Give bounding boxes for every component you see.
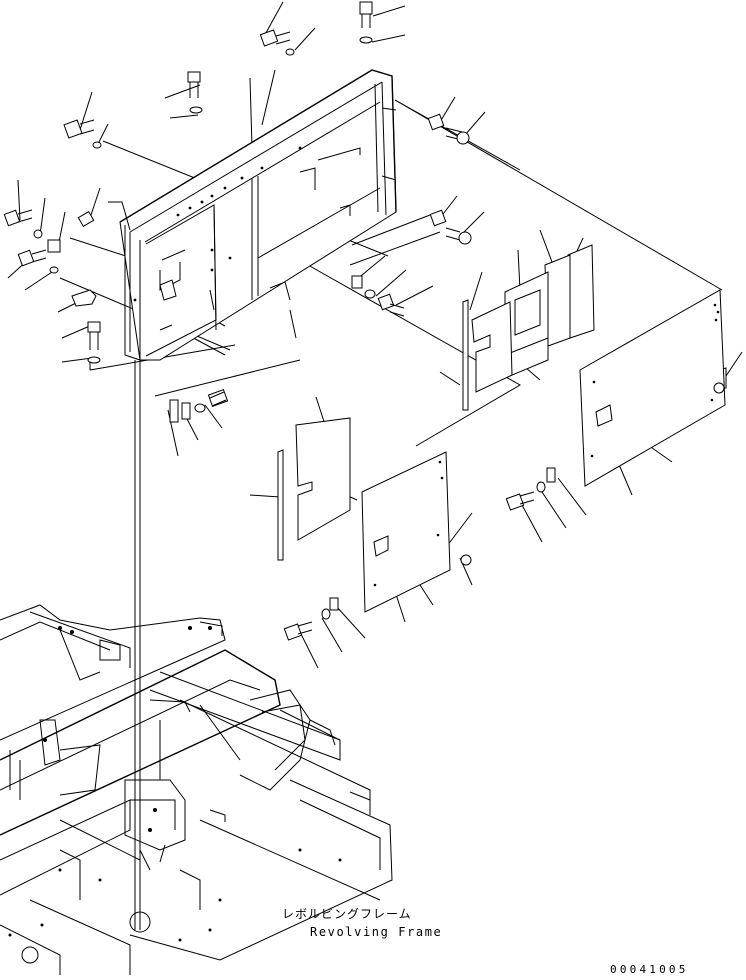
fasteners: [4, 2, 726, 640]
right-cover-panel: [580, 290, 725, 486]
upper-frame-structure: [108, 70, 396, 360]
drawing-number: 00041005: [610, 963, 689, 976]
assembly-lines: [60, 100, 722, 930]
frame-caption-japanese: レボルビングフレーム: [282, 907, 412, 921]
middle-cover-panel: [278, 418, 450, 612]
revolving-frame: [0, 605, 392, 975]
insulation-sheets-right: [463, 245, 594, 410]
frame-caption-english: Revolving Frame: [310, 925, 443, 939]
